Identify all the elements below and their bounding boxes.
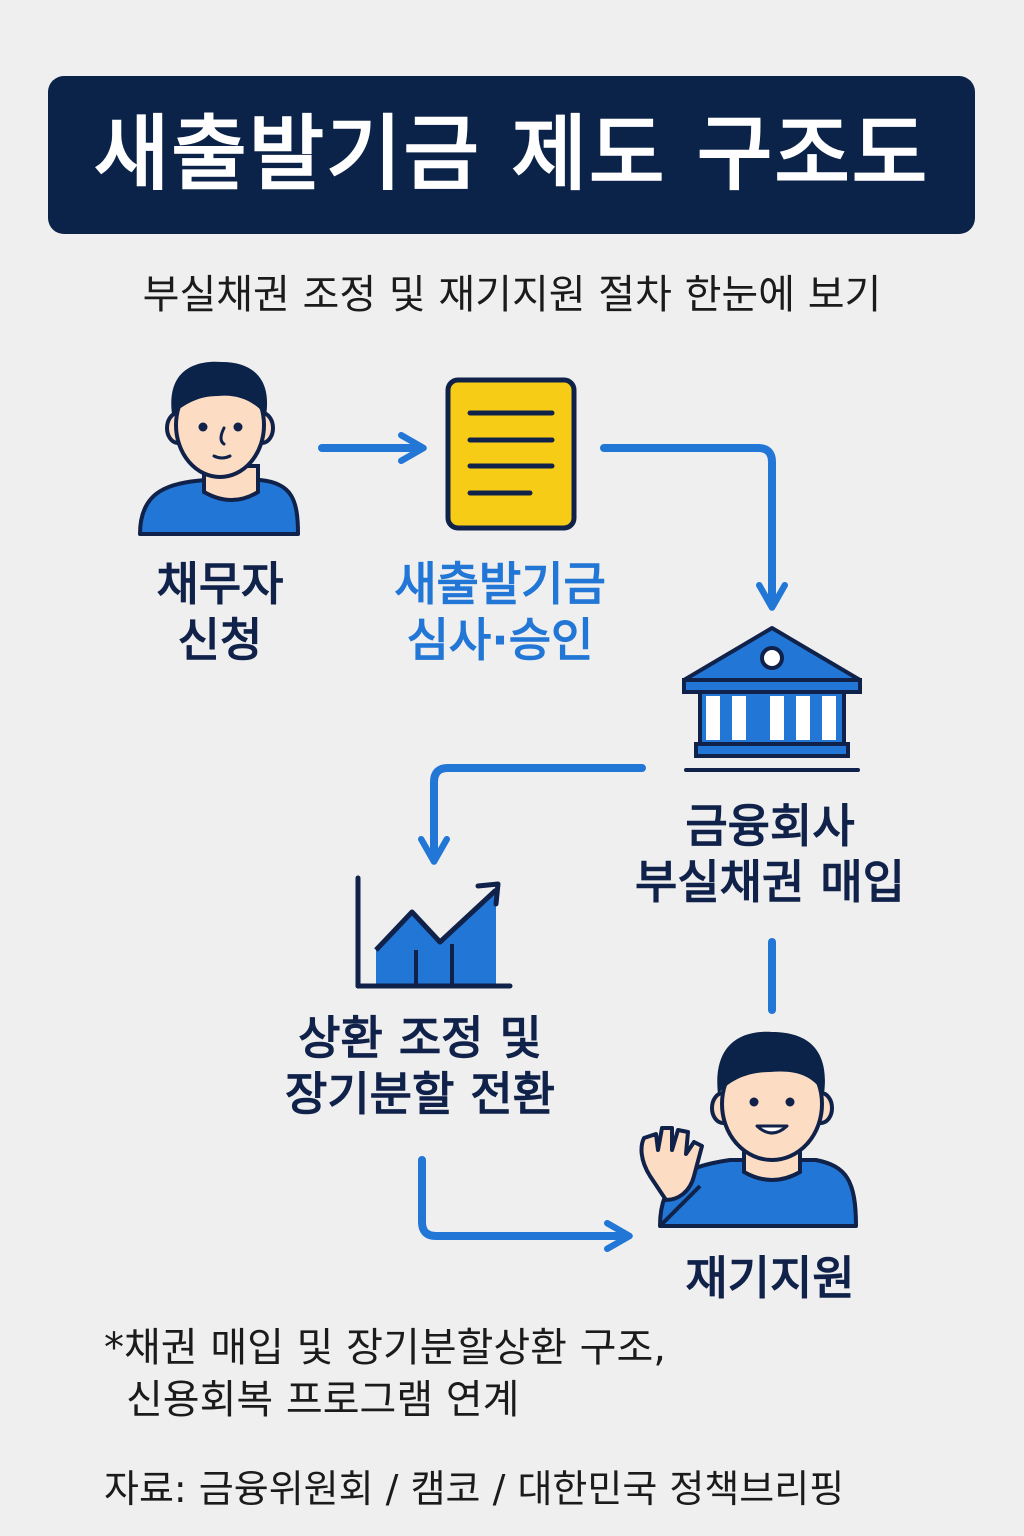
step-label-line: 금융회사 <box>685 799 855 853</box>
footnote-line: *채권 매입 및 장기분할상환 구조, <box>104 1325 666 1371</box>
step-label-line: 신청 <box>177 613 263 667</box>
source-credit: 자료: 금융위원회 / 캠코 / 대한민국 정책브리핑 <box>104 1467 845 1511</box>
step-label-line: 채무자 <box>156 557 284 611</box>
footnote: *채권 매입 및 장기분할상환 구조, 신용회복 프로그램 연계 <box>104 1322 666 1426</box>
footnote-line: 신용회복 프로그램 연계 <box>126 1377 520 1423</box>
title-banner: 새출발기금 제도 구조도 <box>48 76 975 234</box>
step-label-line: 심사·승인 <box>406 613 594 667</box>
growth-chart-icon <box>355 875 513 989</box>
page-subtitle: 부실채권 조정 및 재기지원 절차 한눈에 보기 <box>142 272 882 318</box>
step-label-debtor: 채무자 신청 <box>120 556 320 668</box>
step-label-line: 부실채권 매입 <box>635 855 905 909</box>
step-label-line: 장기분할 전환 <box>285 1067 555 1121</box>
step-label-line: 새출발기금 <box>394 557 606 611</box>
step-label-line: 재기지원 <box>685 1251 855 1305</box>
step-label-line: 상환 조정 및 <box>298 1011 542 1065</box>
step-label-bank-purchase: 금융회사 부실채권 매입 <box>590 798 950 910</box>
bank-icon <box>682 626 862 772</box>
person-icon <box>138 361 300 536</box>
step-label-repayment: 상환 조정 및 장기분할 전환 <box>240 1010 600 1122</box>
document-icon <box>445 377 577 531</box>
step-label-recovery: 재기지원 <box>630 1250 910 1306</box>
step-label-fund-review: 새출발기금 심사·승인 <box>350 556 650 668</box>
waving-person-icon <box>639 1031 858 1228</box>
page-title: 새출발기금 제도 구조도 <box>93 107 930 202</box>
